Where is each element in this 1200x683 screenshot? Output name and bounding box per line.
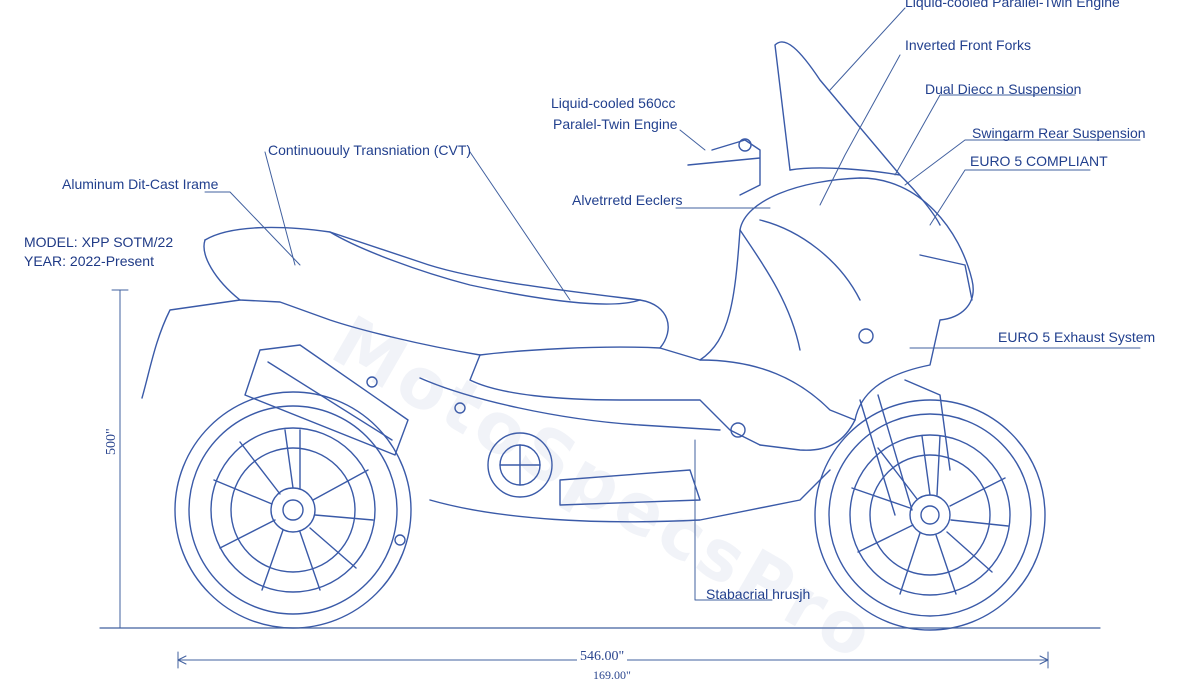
model-label: MODEL: XPP SOTM/22 bbox=[24, 234, 174, 250]
front-wheel bbox=[814, 399, 1046, 631]
callout-brakes: Alvetrretd Eeclers bbox=[572, 192, 683, 208]
dimension-lines bbox=[99, 289, 1101, 669]
callout-stand: Stabacrial hrusjh bbox=[706, 586, 811, 602]
callout-cvt: Continuouuly Transniation (CVT) bbox=[268, 142, 472, 158]
callout-exhaust: EURO 5 Exhaust System bbox=[998, 329, 1156, 345]
dimension-length: 546.00" bbox=[577, 649, 628, 665]
callout-engine-line1: Liquid-cooled 560cc bbox=[551, 95, 676, 111]
callout-inverted-forks: Inverted Front Forks bbox=[905, 37, 1032, 53]
year-label: YEAR: 2022-Present bbox=[24, 253, 154, 269]
callout-engine-line2: Paralel-Twin Engine bbox=[553, 116, 678, 132]
dimension-length-overall: 169.00" bbox=[593, 668, 631, 682]
rear-wheel bbox=[174, 391, 412, 629]
callout-swingarm: Swingarm Rear Suspension bbox=[972, 125, 1146, 141]
dimension-height: 500" bbox=[104, 428, 119, 455]
callout-leaders bbox=[204, 7, 1141, 601]
callout-dual-disc: Dual Diecc n Suspension bbox=[925, 81, 1082, 97]
bodywork bbox=[141, 41, 974, 546]
callout-euro5: EURO 5 COMPLIANT bbox=[970, 153, 1108, 169]
callout-top-engine: Liquid-cooled Parallel-Twin Engine bbox=[905, 0, 1120, 10]
callout-frame: Aluminum Dit-Cast Irame bbox=[62, 176, 219, 192]
